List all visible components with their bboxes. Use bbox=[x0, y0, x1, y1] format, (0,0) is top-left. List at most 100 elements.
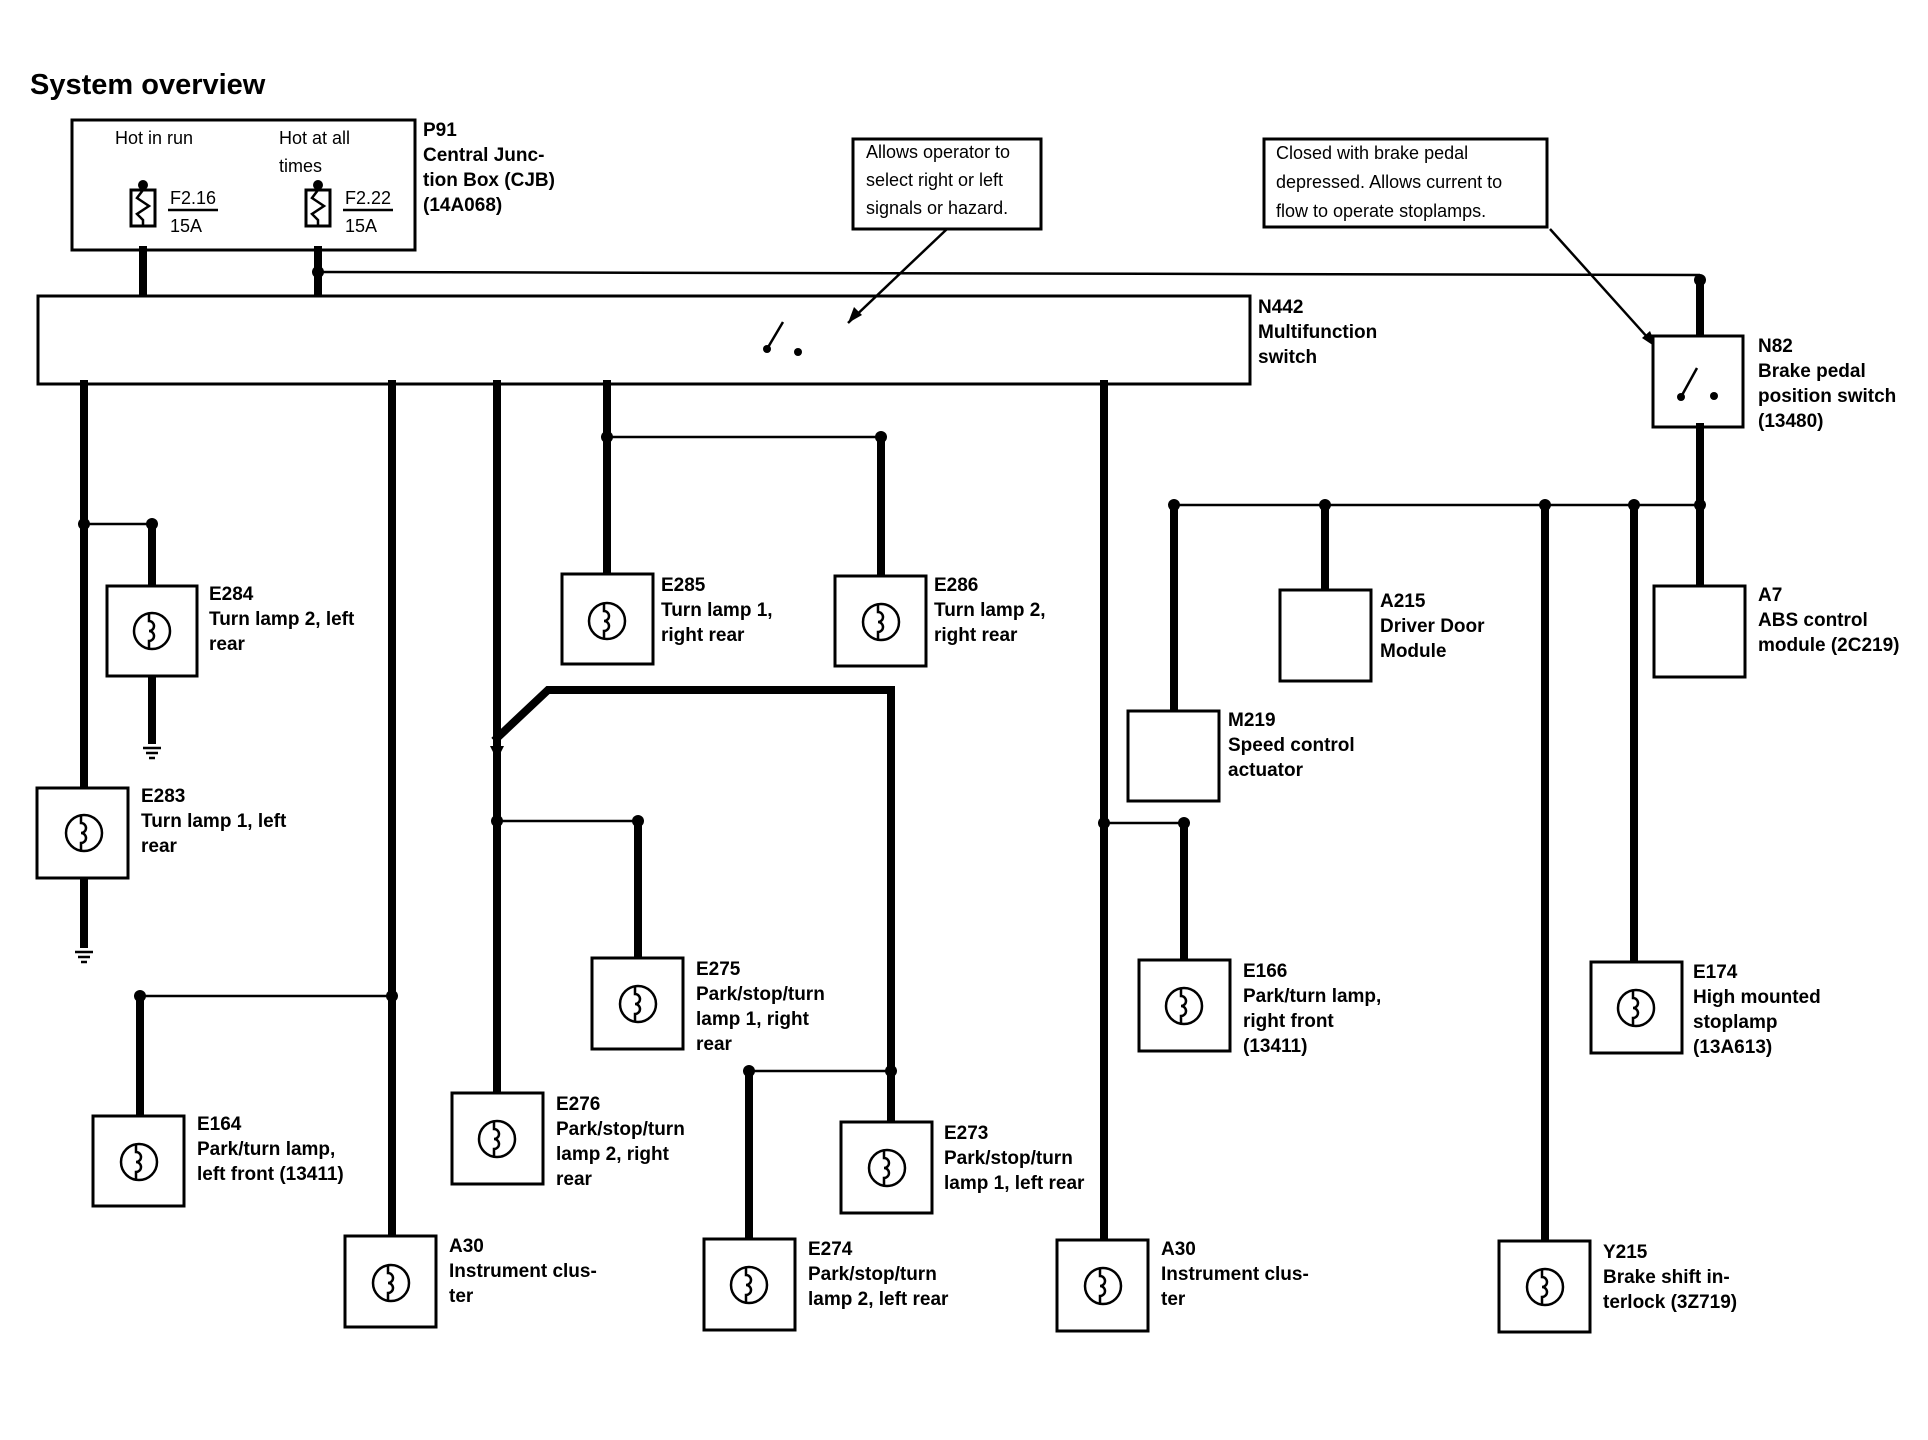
a30-right-label-1: A30 bbox=[1161, 1239, 1196, 1260]
lamp-icon bbox=[867, 1148, 907, 1188]
e166-label-3: right front bbox=[1243, 1011, 1334, 1032]
fuse-f2-16-icon bbox=[129, 180, 157, 228]
ground-icon bbox=[143, 746, 161, 760]
switch-contact-icon bbox=[1677, 367, 1718, 401]
lamp-icon bbox=[132, 611, 172, 651]
instrument-cluster-right bbox=[1055, 1238, 1150, 1333]
lamp-icon bbox=[729, 1265, 769, 1305]
y215-label-1: Y215 bbox=[1603, 1242, 1648, 1263]
m219-label-1: M219 bbox=[1228, 710, 1276, 731]
cjb-label-4: (14A068) bbox=[423, 195, 502, 216]
lamp-e284 bbox=[105, 584, 199, 678]
e275-label-4: rear bbox=[696, 1034, 733, 1055]
lamp-icon bbox=[587, 601, 627, 641]
e283-label-1: E283 bbox=[141, 786, 185, 807]
e276-label-4: rear bbox=[556, 1169, 593, 1190]
e174-label-3: stoplamp bbox=[1693, 1012, 1777, 1033]
lamp-icon bbox=[64, 813, 104, 853]
a30-right-label-2: Instrument clus- bbox=[1161, 1264, 1309, 1285]
lamp-icon bbox=[477, 1119, 517, 1159]
switch-contact-icon bbox=[763, 321, 802, 356]
svg-text:flow to operate stoplamps.: flow to operate stoplamps. bbox=[1276, 201, 1486, 221]
lamp-icon bbox=[618, 984, 658, 1024]
diagram-title: System overview bbox=[30, 69, 266, 101]
svg-text:signals or hazard.: signals or hazard. bbox=[866, 198, 1008, 218]
e275-label-2: Park/stop/turn bbox=[696, 984, 825, 1005]
a30-right-label-3: ter bbox=[1161, 1289, 1186, 1310]
lamp-e166 bbox=[1137, 958, 1232, 1053]
e166-label-4: (13411) bbox=[1243, 1036, 1307, 1057]
lamp-e275 bbox=[590, 956, 685, 1051]
lamp-e174 bbox=[1589, 960, 1684, 1055]
brake-switch-label-1: N82 bbox=[1758, 336, 1793, 357]
module-m219 bbox=[1126, 709, 1221, 803]
svg-text:Allows operator to: Allows operator to bbox=[866, 142, 1010, 162]
a7-label-3: module (2C219) bbox=[1758, 635, 1899, 656]
lamp-icon bbox=[1525, 1267, 1565, 1307]
cjb-label-1: P91 bbox=[423, 120, 457, 141]
lamp-icon bbox=[371, 1263, 411, 1303]
brake-switch-label-3: position switch bbox=[1758, 386, 1896, 407]
central-junction-box: Hot in run Hot at all times F2.16 15A F2… bbox=[70, 118, 417, 252]
lamp-e276 bbox=[450, 1091, 545, 1186]
m219-label-3: actuator bbox=[1228, 760, 1304, 781]
svg-text:select right or left: select right or left bbox=[866, 170, 1003, 190]
svg-text:depressed. Allows current to: depressed. Allows current to bbox=[1276, 172, 1502, 192]
e286-label-2: Turn lamp 2, bbox=[934, 600, 1046, 621]
e283-label-2: Turn lamp 1, left bbox=[141, 811, 287, 832]
e284-label-2: Turn lamp 2, left bbox=[209, 609, 355, 630]
fuse-f2-16-rating: 15A bbox=[170, 216, 202, 236]
e284-label-3: rear bbox=[209, 634, 246, 655]
fuse-f2-22-icon bbox=[304, 180, 332, 228]
e283-label-3: rear bbox=[141, 836, 178, 857]
e285-label-2: Turn lamp 1, bbox=[661, 600, 773, 621]
lamp-icon bbox=[1083, 1266, 1123, 1306]
m219-label-2: Speed control bbox=[1228, 735, 1355, 756]
lamp-icon bbox=[861, 602, 901, 642]
ground-icon bbox=[75, 950, 93, 964]
module-a215 bbox=[1278, 588, 1373, 683]
a30-left-label-3: ter bbox=[449, 1286, 474, 1307]
lamp-e164 bbox=[91, 1114, 186, 1208]
fuse-f2-22-id: F2.22 bbox=[345, 188, 391, 208]
a215-label-3: Module bbox=[1380, 641, 1447, 662]
e276-label-1: E276 bbox=[556, 1094, 600, 1115]
a215-label-1: A215 bbox=[1380, 591, 1426, 612]
e274-label-3: lamp 2, left rear bbox=[808, 1289, 949, 1310]
multifunction-label-2: Multifunction bbox=[1258, 322, 1377, 343]
a215-label-2: Driver Door bbox=[1380, 616, 1485, 637]
e164-label-2: Park/turn lamp, bbox=[197, 1139, 335, 1160]
e276-label-2: Park/stop/turn bbox=[556, 1119, 685, 1140]
e273-label-1: E273 bbox=[944, 1123, 988, 1144]
svg-text:Closed with brake pedal: Closed with brake pedal bbox=[1276, 143, 1468, 163]
fuse-f2-16-id: F2.16 bbox=[170, 188, 216, 208]
brake-note: Closed with brake pedal depressed. Allow… bbox=[1262, 137, 1658, 349]
a7-label-2: ABS control bbox=[1758, 610, 1868, 631]
a30-left-label-2: Instrument clus- bbox=[449, 1261, 597, 1282]
e284-label-1: E284 bbox=[209, 584, 254, 605]
e286-label-1: E286 bbox=[934, 575, 978, 596]
multifunction-label-1: N442 bbox=[1258, 297, 1303, 318]
lamp-icon bbox=[1616, 988, 1656, 1028]
lamp-e286 bbox=[833, 574, 928, 668]
y215-label-2: Brake shift in- bbox=[1603, 1267, 1730, 1288]
module-a7 bbox=[1652, 584, 1747, 679]
instrument-cluster-left bbox=[343, 1234, 438, 1329]
e276-label-3: lamp 2, right bbox=[556, 1144, 670, 1165]
e273-label-3: lamp 1, left rear bbox=[944, 1173, 1085, 1194]
e273-label-2: Park/stop/turn bbox=[944, 1148, 1073, 1169]
multifunction-switch bbox=[36, 294, 1252, 386]
lamp-e283 bbox=[35, 786, 130, 880]
fuse-f2-22-rating: 15A bbox=[345, 216, 377, 236]
e274-label-1: E274 bbox=[808, 1239, 853, 1260]
e174-label-4: (13A613) bbox=[1693, 1037, 1772, 1058]
e285-label-3: right rear bbox=[661, 625, 745, 646]
e174-label-2: High mounted bbox=[1693, 987, 1821, 1008]
lamp-icon bbox=[1164, 986, 1204, 1026]
a7-label-1: A7 bbox=[1758, 585, 1782, 606]
e164-label-1: E164 bbox=[197, 1114, 242, 1135]
y215-label-3: terlock (3Z719) bbox=[1603, 1292, 1737, 1313]
e166-label-1: E166 bbox=[1243, 961, 1287, 982]
lamp-icon bbox=[119, 1142, 159, 1182]
operator-note: Allows operator to select right or left … bbox=[847, 137, 1043, 324]
